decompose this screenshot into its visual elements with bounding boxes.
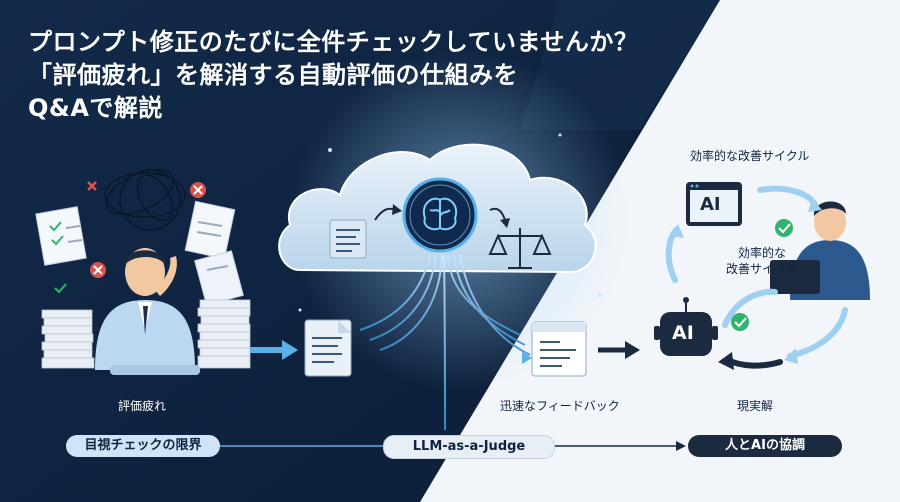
- tired-person-illustration: [35, 168, 251, 375]
- cloud-illustration: [278, 133, 602, 431]
- brain-icon: [422, 197, 458, 231]
- timeline-llm-judge: LLM-as-a-Judge: [383, 435, 555, 459]
- document-icon: [304, 319, 352, 377]
- page-title: プロンプト修正のたびに全件チェックしていませんか？ 「評価疲れ」を解消する自動評…: [28, 26, 668, 125]
- ai-monitor-label: AI: [700, 194, 721, 215]
- label-fatigue: 評価疲れ: [118, 399, 167, 413]
- check-icon: [731, 219, 793, 331]
- ai-badge-label: AI: [672, 322, 694, 344]
- label-auto-eval: 自動評価: [338, 399, 387, 413]
- arrow-to-cycle: [598, 341, 640, 359]
- title-line-3: Q&Aで解説: [28, 94, 163, 122]
- ai-robot-icon: [654, 297, 718, 356]
- user-illustration: [770, 201, 870, 300]
- label-realistic: 現実解: [737, 399, 774, 413]
- label-cycle-top: 効率的な改善サイクル: [690, 149, 810, 163]
- timeline-human-ai: 人とAIの協調: [688, 435, 842, 457]
- timeline-line: [220, 441, 686, 451]
- label-cycle-center-2: 改善サイクル: [726, 262, 798, 276]
- title-line-1: プロンプト修正のたびに全件チェックしていませんか？: [28, 28, 639, 56]
- title-line-2: 「評価疲れ」を解消する自動評価の仕組みを: [28, 61, 518, 89]
- label-cycle-center-1: 効率的な: [738, 246, 787, 260]
- label-fast-feedback: 迅速なフィードバック: [500, 399, 620, 413]
- improvement-cycle: [654, 182, 870, 370]
- scale-icon: [488, 228, 552, 269]
- monitor-icon: [686, 182, 742, 226]
- timeline-manual-limit: 目視チェックの限界: [66, 435, 220, 457]
- arrow-to-auto-eval: [250, 340, 298, 360]
- feedback-document-icon: [522, 321, 587, 377]
